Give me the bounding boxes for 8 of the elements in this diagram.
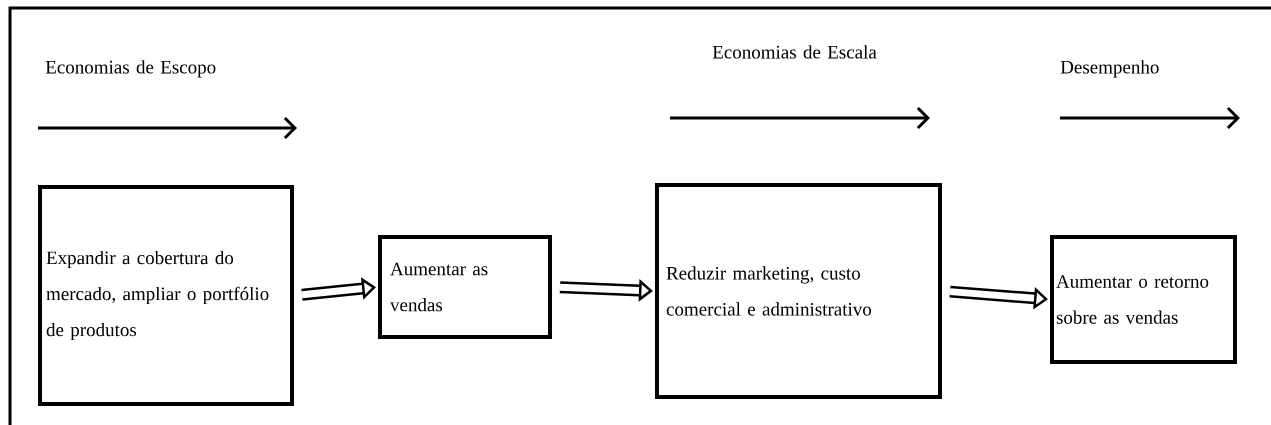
hollow-arrow xyxy=(301,277,376,301)
heading: Desempenho xyxy=(1060,60,1159,78)
heading: Economias de Escopo xyxy=(45,60,216,78)
heading: Economias de Escala xyxy=(712,45,877,59)
process-box: Reduzir marketing, custo comercial e administrativo xyxy=(655,183,942,399)
process-box: Aumentar o retorno sobre as vendas xyxy=(1050,235,1237,364)
process-box: Expandir a cobertura do mercado, ampliar o portfólio de produtos xyxy=(38,185,294,406)
process-box: Aumentar as vendas xyxy=(378,235,552,339)
